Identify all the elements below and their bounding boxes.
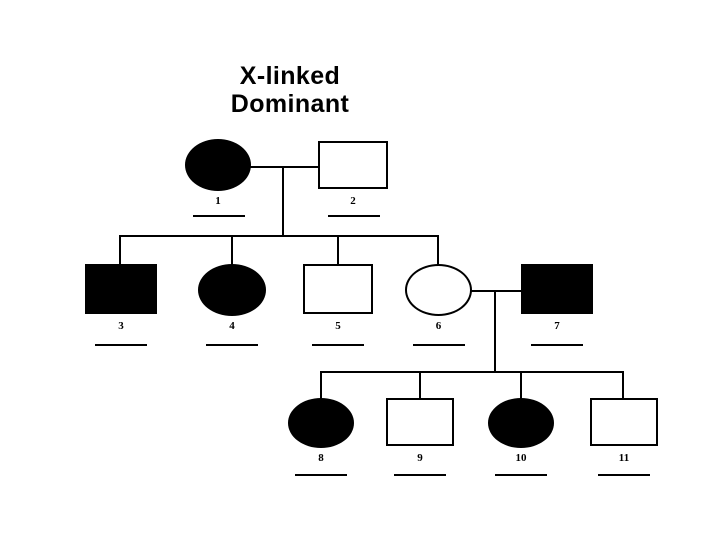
drop-line-child-3 (119, 235, 121, 265)
answer-blank-6[interactable] (413, 344, 465, 346)
answer-blank-8[interactable] (295, 474, 347, 476)
symbol-circle-filled-10[interactable] (488, 398, 554, 448)
person-number-6: 6 (435, 320, 442, 332)
answer-blank-2[interactable] (328, 215, 380, 217)
person-number-7: 7 (554, 320, 560, 332)
answer-blank-4[interactable] (206, 344, 258, 346)
person-number-8: 8 (318, 452, 324, 464)
person-9[interactable]: 9 (386, 398, 454, 464)
descent-line-gen1 (282, 166, 284, 236)
person-1[interactable]: 1 (185, 139, 251, 207)
person-number-2: 2 (350, 195, 356, 207)
person-4[interactable]: 4 (198, 264, 266, 332)
drop-line-child-8 (320, 371, 322, 399)
person-number-9: 9 (417, 452, 423, 464)
person-10[interactable]: 10 (488, 398, 554, 464)
symbol-square-open-9[interactable] (386, 398, 454, 446)
person-number-1: 1 (215, 195, 221, 207)
person-3[interactable]: 3 (85, 264, 157, 332)
mating-line-6-7 (471, 290, 522, 292)
descent-line-gen2 (494, 290, 496, 372)
answer-blank-11[interactable] (598, 474, 650, 476)
person-number-3: 3 (118, 320, 124, 332)
person-8[interactable]: 8 (288, 398, 354, 464)
answer-blank-1[interactable] (193, 215, 245, 217)
person-number-5: 5 (335, 320, 341, 332)
symbol-circle-filled-1[interactable] (185, 139, 251, 191)
mating-line-1-2 (249, 166, 319, 168)
sibship-bar-gen2 (119, 235, 439, 237)
person-number-10: 10 (515, 452, 527, 464)
symbol-circle-open-6[interactable] (405, 264, 472, 316)
page-title: X-linked Dominant (230, 62, 350, 118)
person-6[interactable]: 6 (405, 264, 472, 332)
answer-blank-9[interactable] (394, 474, 446, 476)
drop-line-child-4 (231, 235, 233, 265)
symbol-circle-filled-8[interactable] (288, 398, 354, 448)
symbol-square-filled-3[interactable] (85, 264, 157, 314)
answer-blank-10[interactable] (495, 474, 547, 476)
drop-line-child-11 (622, 371, 624, 399)
person-7[interactable]: 7 (521, 264, 593, 332)
answer-blank-3[interactable] (95, 344, 147, 346)
drop-line-child-10 (520, 371, 522, 399)
symbol-square-open-2[interactable] (318, 141, 388, 189)
symbol-square-open-11[interactable] (590, 398, 658, 446)
person-2[interactable]: 2 (318, 141, 388, 207)
sibship-bar-gen3 (320, 371, 624, 373)
symbol-circle-filled-4[interactable] (198, 264, 266, 316)
person-11[interactable]: 11 (590, 398, 658, 464)
drop-line-child-6 (437, 235, 439, 265)
symbol-square-open-5[interactable] (303, 264, 373, 314)
drop-line-child-9 (419, 371, 421, 399)
symbol-square-filled-7[interactable] (521, 264, 593, 314)
answer-blank-5[interactable] (312, 344, 364, 346)
drop-line-child-5 (337, 235, 339, 265)
person-5[interactable]: 5 (303, 264, 373, 332)
person-number-11: 11 (618, 452, 630, 464)
answer-blank-7[interactable] (531, 344, 583, 346)
person-number-4: 4 (229, 320, 235, 332)
